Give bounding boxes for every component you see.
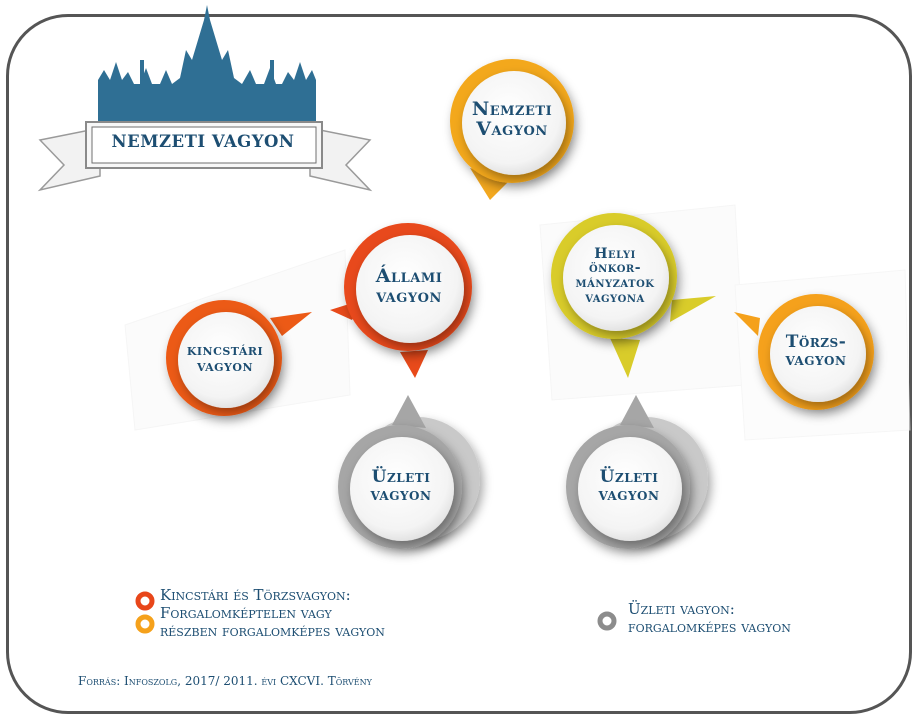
node-pointer: [400, 350, 428, 378]
node-allami: [330, 223, 472, 378]
legend-marker-kincstari: [135, 591, 155, 611]
node-face: [462, 71, 566, 175]
node-face: [350, 437, 454, 541]
node-nemzeti: [450, 59, 574, 200]
node-allami-label: Állami vagyon: [375, 265, 443, 307]
node-torzs-label: Törzs- vagyon: [785, 332, 847, 370]
node-kincstari: [166, 300, 312, 416]
legend-markers: [135, 591, 617, 634]
node-face: [563, 225, 669, 331]
node-helyi: [551, 213, 716, 378]
node-pointer: [610, 338, 640, 378]
logo-title: NEMZETI VAGYON: [111, 132, 295, 151]
node-pointer: [392, 395, 426, 428]
ribbon-banner: [37, 121, 373, 192]
diagram-canvas: [37, 5, 874, 634]
node-face: [578, 437, 682, 541]
node-pointer: [270, 312, 312, 336]
node-pointer: [620, 395, 654, 428]
node-uzleti-left: [338, 395, 480, 549]
logo: [37, 5, 373, 192]
legend-left-text: Kincstári és Törzsvagyon: Forgalomképtel…: [160, 586, 385, 640]
legend-marker-torzs: [135, 614, 155, 634]
parliament-building-icon: [98, 5, 316, 125]
legend-marker-uzleti: [597, 611, 617, 631]
node-uzleti-right: [566, 395, 708, 549]
node-nemzeti-label: Nemzeti Vagyon: [471, 98, 553, 140]
node-pointer: [734, 312, 760, 336]
node-uzleti-left-label: Üzleti vagyon: [370, 467, 432, 505]
legend-right-text: Üzleti vagyon: forgalomképes vagyon: [628, 600, 791, 636]
source-citation: Forrás: Infoszolg, 2017/ 2011. évi CXCVI…: [78, 674, 372, 688]
node-pointer: [670, 296, 716, 322]
node-face: [770, 306, 866, 402]
node-face: [178, 312, 274, 408]
node-torzs: [734, 294, 874, 410]
node-helyi-label: Helyi önkor- mányzatok vagyona: [575, 245, 655, 306]
node-uzleti-right-label: Üzleti vagyon: [598, 467, 660, 505]
node-kincstari-label: kincstári vagyon: [186, 341, 264, 375]
node-face: [356, 235, 464, 343]
